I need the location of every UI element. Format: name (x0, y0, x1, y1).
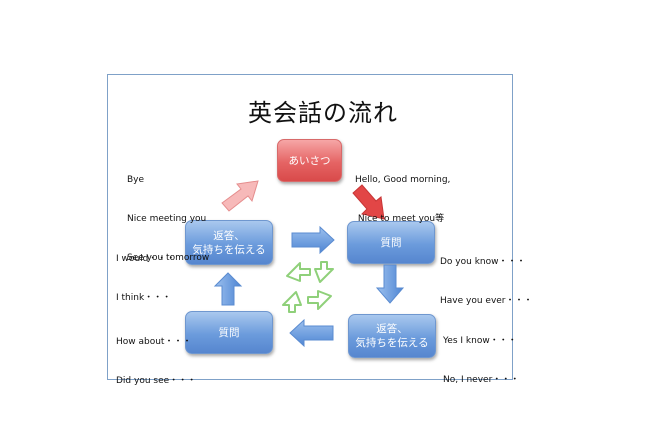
reply-box-left: 返答、 気持ちを伝える (185, 220, 273, 265)
phrase-line: Hello, Good morning, (355, 175, 451, 185)
arrow-left-bottom (289, 318, 334, 348)
reply-left-line1: 返答、 (213, 229, 245, 242)
question-box-left: 質問 (185, 311, 273, 354)
phrase-line: Have you ever・・・ (440, 296, 533, 306)
phrase-line: Did you see・・・ (116, 376, 197, 386)
question-left-label: 質問 (218, 326, 240, 339)
greeting-box: あいさつ (277, 139, 342, 182)
phrase-line: I would・・・ (116, 254, 176, 264)
greeting-label: あいさつ (288, 154, 331, 167)
reply-left-line2: 気持ちを伝える (192, 243, 266, 256)
arrow-right-middle (291, 225, 335, 255)
question-left-phrases: How about・・・ Did you see・・・ (116, 310, 196, 401)
reply-bottom-line2: 気持ちを伝える (355, 337, 429, 349)
phrase-line: Yes I know・・・ (443, 336, 517, 346)
phrase-line: Do you know・・・ (440, 257, 526, 267)
reply-left-phrases: I would・・・ I think・・・ (116, 227, 175, 318)
reply-bottom-phrases: Yes I know・・・ No, I never・・・ (443, 309, 519, 400)
phrase-line: See you tomorrow (127, 253, 210, 263)
cycle-icon (282, 261, 334, 313)
closing-phrases: Bye Nice meeting you See you tomorrow (127, 148, 209, 278)
reply-bottom-line1: 返答、 (376, 323, 408, 335)
reply-box-bottom: 返答、 気持ちを伝える (348, 314, 436, 358)
phrase-line: How about・・・ (116, 337, 192, 347)
question-right-phrases: Do you know・・・ Have you ever・・・ (440, 230, 533, 321)
phrase-line: Bye (127, 175, 145, 185)
question-right-label: 質問 (380, 236, 402, 249)
arrow-to-greeting (221, 180, 259, 212)
diagram-title: 英会話の流れ (248, 99, 398, 127)
arrow-down-right (375, 264, 405, 304)
arrow-greeting-to-question (352, 184, 385, 220)
phrase-line: No, I never・・・ (443, 375, 520, 385)
phrase-line: Nice to meet you等 (355, 214, 445, 224)
phrase-line: I think・・・ (116, 293, 172, 303)
arrow-up-left (213, 272, 243, 306)
question-box-right: 質問 (347, 221, 435, 264)
phrase-line: Nice meeting you (127, 214, 207, 224)
greeting-phrases: Hello, Good morning, Nice to meet you等 (355, 148, 450, 239)
